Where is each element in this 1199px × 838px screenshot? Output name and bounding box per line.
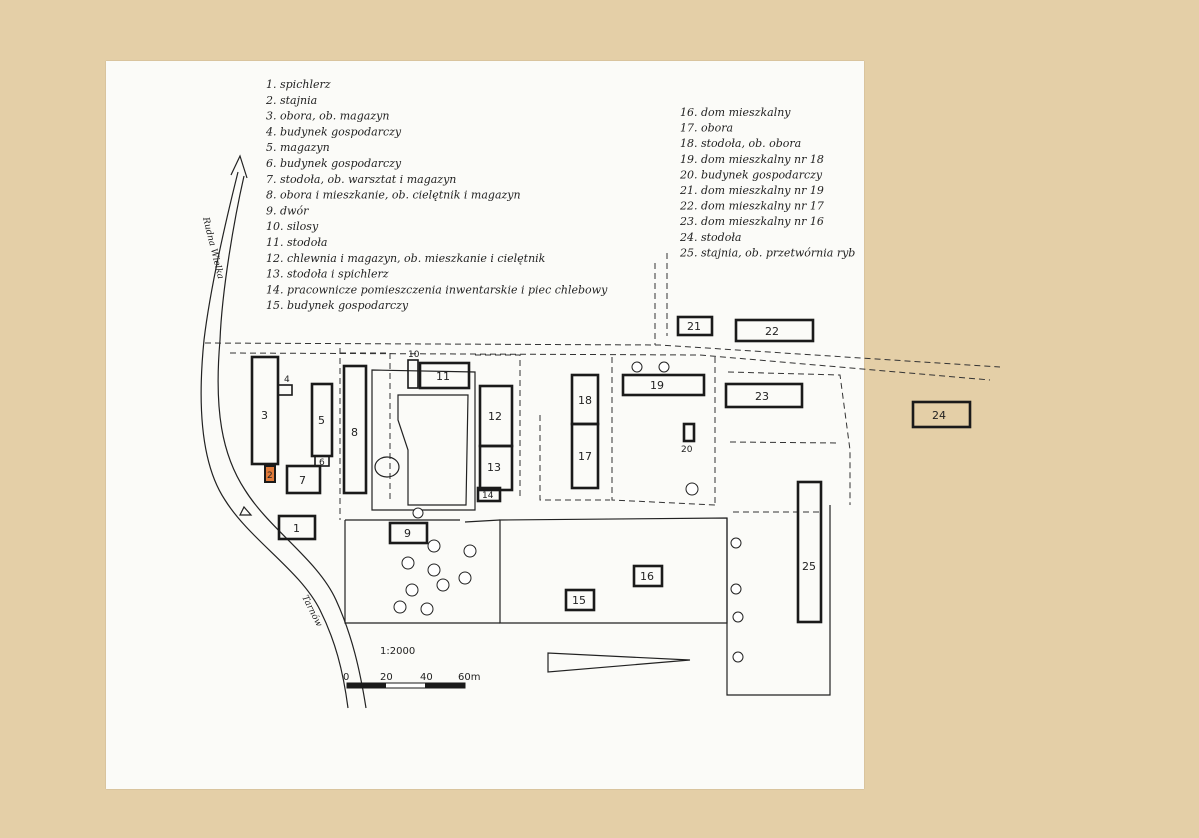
building-label-13: 13 bbox=[487, 461, 501, 474]
building-label-1: 1 bbox=[293, 522, 300, 535]
legend-right-item: 16. dom mieszkalny bbox=[680, 106, 791, 119]
building-6[interactable] bbox=[314, 455, 330, 467]
fences bbox=[344, 369, 831, 696]
legend-left-item: 1. spichlerz bbox=[266, 78, 331, 91]
arrow-north-icon bbox=[230, 154, 248, 179]
legend-right-item: 25. stajnia, ob. przetwórnia ryb bbox=[679, 246, 855, 259]
building-23[interactable] bbox=[724, 382, 804, 409]
building-7[interactable] bbox=[285, 464, 322, 495]
scale-ratio: 1:2000 bbox=[380, 646, 415, 657]
scale-tick-0: 0 bbox=[343, 672, 349, 683]
building-1[interactable] bbox=[277, 514, 317, 541]
property-boundaries bbox=[204, 253, 1001, 520]
legend-left-item: 4. budynek gospodarczy bbox=[265, 125, 402, 138]
building-number-labels: 1 2 3 4 5 6 7 8 9 10 11 12 13 14 15 16 1… bbox=[261, 320, 946, 607]
building-label-18: 18 bbox=[578, 394, 592, 407]
paper-sheet bbox=[106, 61, 864, 789]
legend-left-item: 2. stajnia bbox=[265, 94, 317, 107]
building-4[interactable] bbox=[277, 384, 293, 396]
building-label-23: 23 bbox=[755, 390, 769, 403]
legend-left-item: 15. budynek gospodarczy bbox=[266, 299, 409, 312]
building-label-21: 21 bbox=[687, 320, 701, 333]
scale-tick-40: 40 bbox=[420, 672, 433, 683]
trees bbox=[393, 361, 744, 663]
legend-right-item: 22. dom mieszkalny nr 17 bbox=[679, 200, 824, 213]
legend-left-item: 14. pracownicze pomieszczenia inwentarsk… bbox=[266, 283, 608, 296]
legend-left: 1. spichlerz 2. stajnia 3. obora, ob. maga… bbox=[265, 78, 608, 312]
building-label-10: 10 bbox=[408, 350, 420, 360]
building-label-4: 4 bbox=[284, 375, 290, 385]
building-24[interactable] bbox=[911, 400, 972, 429]
legend-left-item: 11. stodoła bbox=[266, 236, 327, 249]
building-11[interactable] bbox=[418, 361, 471, 390]
scale-tick-60: 60m bbox=[458, 672, 480, 683]
pond-shape bbox=[374, 456, 400, 478]
legend-left-item: 10. silosy bbox=[266, 220, 319, 233]
legend-left-item: 13. stodoła i spichlerz bbox=[266, 268, 389, 281]
north-arrow-triangle bbox=[547, 652, 691, 673]
legend-right-item: 23. dom mieszkalny nr 16 bbox=[679, 215, 824, 228]
building-22[interactable] bbox=[734, 318, 815, 343]
building-18[interactable] bbox=[570, 373, 600, 426]
legend-left-item: 9. dwór bbox=[266, 204, 309, 217]
legend-right-item: 17. obora bbox=[680, 122, 733, 135]
legend-left-item: 5. magazyn bbox=[266, 141, 330, 154]
building-label-14: 14 bbox=[482, 491, 494, 501]
building-label-9: 9 bbox=[404, 527, 411, 540]
arrow-south-icon bbox=[239, 505, 253, 516]
scale-bar: 1:2000 0 20 40 60m bbox=[343, 646, 480, 689]
building-label-7: 7 bbox=[299, 474, 306, 487]
building-20[interactable] bbox=[682, 422, 696, 443]
scale-tick-20: 20 bbox=[380, 672, 393, 683]
building-13[interactable] bbox=[478, 444, 514, 492]
building-label-19: 19 bbox=[650, 379, 664, 392]
legend-left-item: 3. obora, ob. magazyn bbox=[266, 110, 389, 123]
legend-left-item: 6. budynek gospodarczy bbox=[266, 157, 402, 170]
building-2[interactable] bbox=[264, 465, 276, 483]
building-label-2: 2 bbox=[267, 471, 273, 481]
building-25[interactable] bbox=[796, 480, 823, 624]
building-label-22: 22 bbox=[765, 325, 779, 338]
legend-right-item: 19. dom mieszkalny nr 18 bbox=[680, 153, 824, 166]
building-10[interactable] bbox=[407, 359, 419, 389]
building-label-8: 8 bbox=[351, 426, 358, 439]
buildings bbox=[250, 315, 972, 624]
building-label-24: 24 bbox=[932, 409, 946, 422]
building-16[interactable] bbox=[632, 564, 664, 588]
legend-right-item: 21. dom mieszkalny nr 19 bbox=[679, 184, 824, 197]
building-15[interactable] bbox=[564, 588, 596, 612]
building-label-3: 3 bbox=[261, 409, 268, 422]
building-label-6: 6 bbox=[319, 458, 325, 468]
legend-right: 16. dom mieszkalny 17. obora 18. stodoła, … bbox=[679, 106, 855, 259]
building-19[interactable] bbox=[621, 373, 706, 397]
building-label-12: 12 bbox=[488, 410, 502, 423]
building-label-20: 20 bbox=[681, 445, 693, 455]
building-9[interactable] bbox=[388, 521, 429, 545]
legend-right-item: 20. budynek gospodarczy bbox=[679, 168, 823, 181]
legend-right-item: 24. stodoła bbox=[679, 231, 741, 244]
building-label-16: 16 bbox=[640, 570, 654, 583]
legend-left-item: 8. obora i mieszkanie, ob. cielętnik i m… bbox=[266, 189, 521, 202]
building-label-11: 11 bbox=[436, 370, 450, 383]
building-label-17: 17 bbox=[578, 450, 592, 463]
building-8[interactable] bbox=[342, 364, 368, 495]
legend-right-item: 18. stodoła, ob. obora bbox=[680, 137, 801, 150]
building-3[interactable] bbox=[250, 355, 280, 466]
road-label-north: Rudna Wielka bbox=[200, 215, 225, 280]
legend-left-item: 12. chlewnia i magazyn, ob. mieszkanie i… bbox=[266, 252, 546, 265]
building-14[interactable] bbox=[476, 486, 502, 503]
building-label-5: 5 bbox=[318, 414, 325, 427]
building-label-15: 15 bbox=[572, 594, 586, 607]
building-21[interactable] bbox=[676, 315, 714, 337]
legend-left-item: 7. stodoła, ob. warsztat i magazyn bbox=[266, 173, 456, 186]
building-label-25: 25 bbox=[802, 560, 816, 573]
